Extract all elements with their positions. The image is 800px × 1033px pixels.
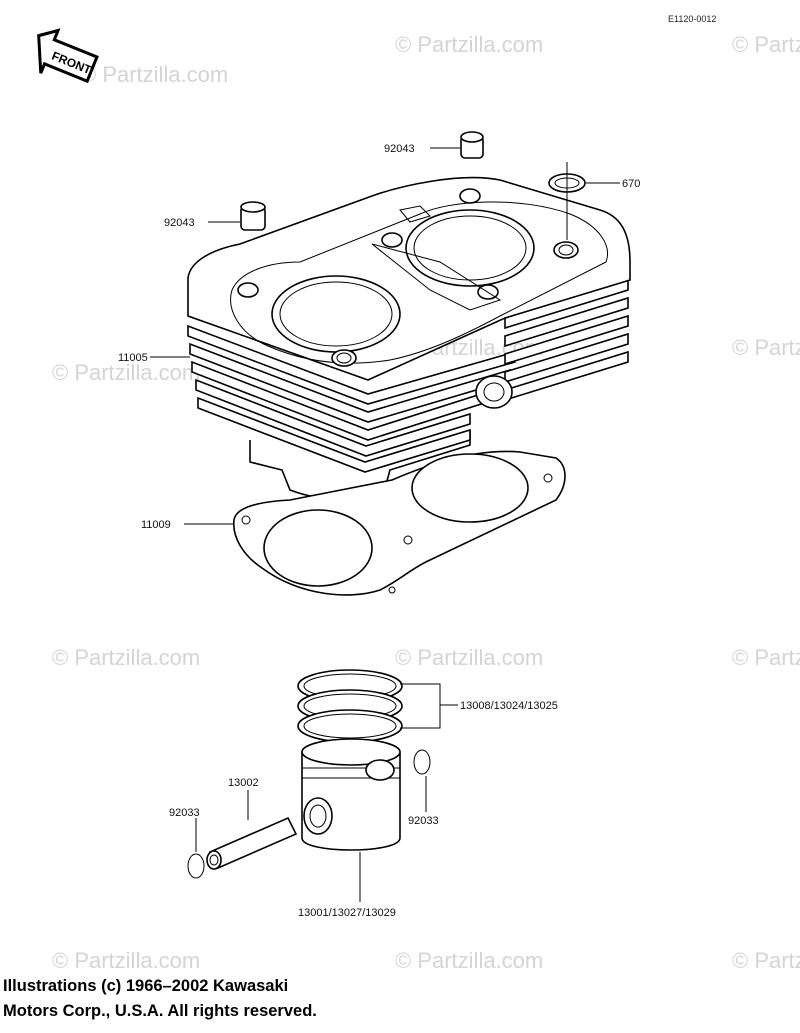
watermark-3: © Partzilla.com [732, 32, 800, 57]
piston-rings [297, 669, 403, 743]
watermark-10: © Partzilla.com [52, 948, 200, 973]
watermark-7: © Partzilla.com [52, 645, 200, 670]
callout-oring: 670 [622, 178, 640, 190]
watermark-9: © Partzilla.com [732, 645, 800, 670]
piston-pin [206, 816, 298, 870]
dowel-top [460, 131, 484, 159]
watermark-1: © Partzilla.com [80, 62, 228, 87]
watermark-12: © Partzilla.com [732, 948, 800, 973]
oring [548, 162, 586, 240]
callout-pin: 13002 [228, 777, 259, 789]
diagram-code: E1120-0012 [668, 14, 716, 24]
leader-lines [150, 147, 620, 902]
clip-left [187, 853, 205, 879]
watermark-2: © Partzilla.com [395, 32, 543, 57]
bore-right [405, 209, 535, 287]
callout-cylinder: 11005 [118, 352, 148, 364]
bore-left [271, 275, 401, 353]
piston [301, 738, 401, 851]
base-gasket [233, 450, 566, 596]
callout-clip-left: 92033 [169, 807, 200, 819]
callout-dowel-top: 92043 [384, 143, 415, 155]
callout-piston: 13001/13027/13029 [298, 907, 396, 919]
dowel-left [240, 201, 266, 231]
clip-right [413, 749, 431, 775]
callout-dowel-left: 92043 [164, 217, 195, 229]
callout-gasket: 11009 [141, 519, 171, 531]
watermark-8: © Partzilla.com [395, 645, 543, 670]
copyright-line-2: Motors Corp., U.S.A. All rights reserved… [3, 1002, 317, 1020]
cylinder-block [187, 176, 631, 501]
watermark-6: © Partzilla.com [732, 335, 800, 360]
copyright-line-1: Illustrations (c) 1966–2002 Kawasaki [3, 977, 289, 995]
callout-rings: 13008/13024/13025 [460, 700, 558, 712]
watermark-4: © Partzilla.com [52, 360, 200, 385]
copyright-notice: Illustrations (c) 1966–2002 Kawasaki Mot… [3, 974, 763, 1024]
watermark-11: © Partzilla.com [395, 948, 543, 973]
callout-clip-right: 92033 [408, 815, 439, 827]
